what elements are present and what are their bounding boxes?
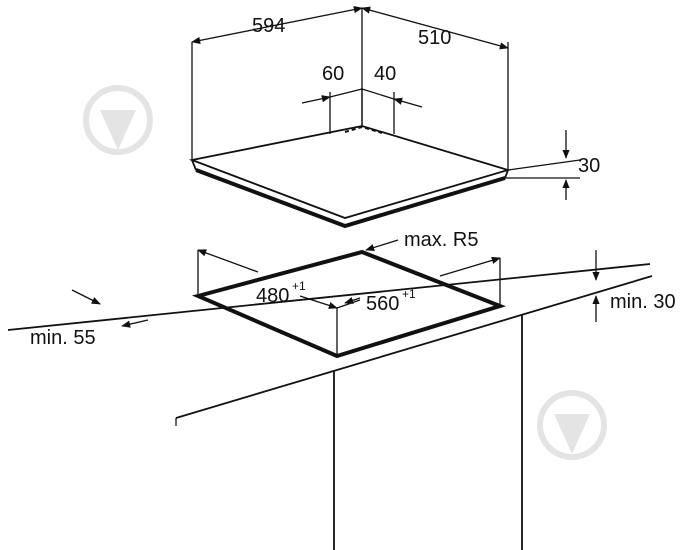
dimension-480-560 bbox=[299, 256, 501, 309]
label-cutout-depth-tolerance: +1 bbox=[292, 279, 306, 293]
worktop-cutout bbox=[191, 249, 507, 359]
label-thickness: 30 bbox=[578, 155, 600, 177]
label-depth: 510 bbox=[418, 27, 451, 49]
dimension-594-510 bbox=[191, 6, 509, 170]
label-cutout-depth: 480 bbox=[256, 285, 289, 307]
label-min-below: min. 30 bbox=[610, 291, 676, 313]
label-corner-radius: max. R5 bbox=[404, 229, 478, 251]
label-cutout-width: 560 bbox=[366, 293, 399, 315]
hob-appliance bbox=[188, 125, 512, 229]
label-min-front: min. 55 bbox=[30, 327, 96, 349]
worktop bbox=[7, 263, 653, 550]
label-inset-right: 40 bbox=[374, 63, 396, 85]
label-cutout-width-tolerance: +1 bbox=[402, 287, 416, 301]
watermark-logo-icon-right bbox=[537, 390, 607, 460]
label-inset-left: 60 bbox=[322, 63, 344, 85]
dimension-radius bbox=[197, 239, 399, 273]
watermark-logo-icon-left bbox=[83, 85, 153, 155]
hob-edge bbox=[195, 168, 506, 229]
dimension-60-40 bbox=[301, 88, 423, 134]
dimension-30-thickness bbox=[505, 130, 581, 200]
dimension-min-55 bbox=[71, 289, 149, 328]
hob-top-surface bbox=[188, 125, 512, 219]
label-width: 594 bbox=[252, 15, 285, 37]
